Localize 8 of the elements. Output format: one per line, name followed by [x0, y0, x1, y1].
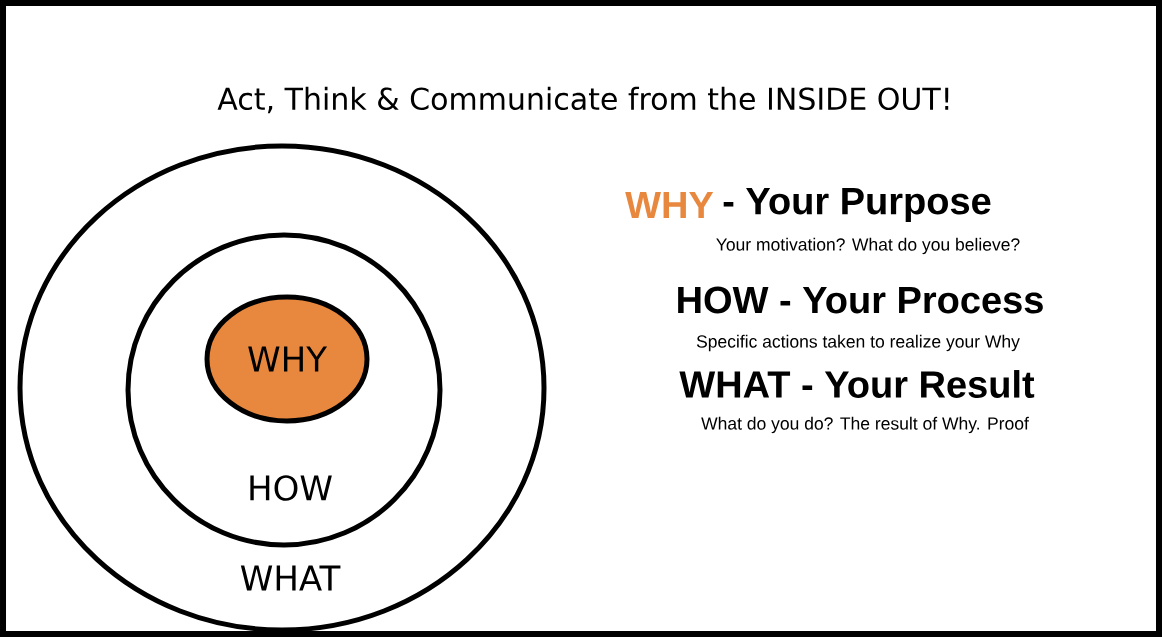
description: Your motivation? What do you believe? [716, 237, 1020, 255]
title: Act, Think & Communicate from the INSIDE OUT! [217, 86, 949, 114]
heading: WHY [625, 191, 714, 219]
heading: - Your Purpose [723, 188, 991, 222]
heading: HOW - Your Process [678, 286, 1043, 314]
description: Specific actions taken to realize your Why [696, 334, 1020, 352]
description: What do you do? The result of Why. Proof [701, 416, 1029, 434]
heading: WHAT - Your Result [679, 370, 1035, 398]
